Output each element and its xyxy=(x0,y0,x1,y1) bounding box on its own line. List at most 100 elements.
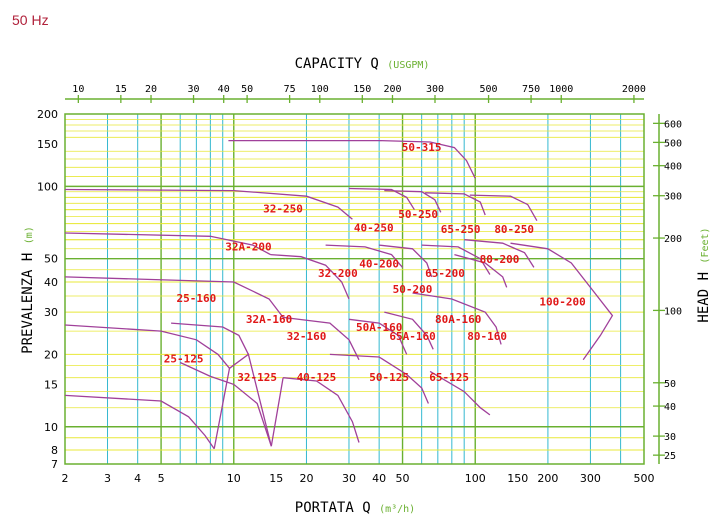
top-tick-label: 15 xyxy=(115,84,127,95)
bottom-tick-label: 4 xyxy=(134,472,141,485)
curve-50-200 xyxy=(379,244,433,278)
curve-40-125-link xyxy=(270,377,284,447)
curve-40-250 xyxy=(348,187,415,211)
left-tick-label: 30 xyxy=(44,306,58,319)
bottom-axis-title: PORTATA Q (m³/h) xyxy=(295,500,415,516)
bottom-tick-label: 200 xyxy=(537,472,558,485)
curve-50-315 xyxy=(228,139,476,179)
curve-label: 100-200 xyxy=(539,295,585,308)
curve-label: 32-125 xyxy=(237,371,277,384)
curve-25-125 xyxy=(64,394,215,450)
curve-80-250 xyxy=(469,194,538,222)
left-tick-label: 40 xyxy=(44,276,58,289)
right-tick-label: 100 xyxy=(664,306,682,317)
top-tick-label: 100 xyxy=(311,84,329,95)
left-axis-title: PREVALENZA H (m) xyxy=(20,226,36,354)
right-tick-label: 300 xyxy=(664,192,682,203)
curve-label: 40-200 xyxy=(359,257,399,270)
curve-label: 25-160 xyxy=(176,292,216,305)
curve-80-200 xyxy=(464,239,535,268)
curve-65-250 xyxy=(425,192,486,216)
top-tick-label: 1000 xyxy=(549,84,573,95)
curve-100-200 xyxy=(510,242,614,361)
curve-25-160 xyxy=(64,324,231,369)
left-axis-title-main: PREVALENZA H xyxy=(20,244,36,354)
curve-40-125 xyxy=(283,377,360,443)
curve-label: 32-250 xyxy=(263,202,303,215)
top-tick-label: 300 xyxy=(426,84,444,95)
curve-80-160 xyxy=(454,253,508,288)
top-tick-label: 50 xyxy=(241,84,253,95)
top-tick-label: 750 xyxy=(522,84,540,95)
left-tick-label: 200 xyxy=(37,108,58,121)
left-tick-label: 8 xyxy=(51,444,58,457)
right-tick-label: 50 xyxy=(664,379,676,390)
curve-40-200 xyxy=(325,244,403,268)
right-tick-label: 40 xyxy=(664,402,676,413)
bottom-tick-label: 3 xyxy=(104,472,111,485)
curve-label: 50-315 xyxy=(402,141,442,154)
curve-32-200-b xyxy=(270,253,350,300)
top-tick-label: 2000 xyxy=(622,84,646,95)
top-tick-label: 30 xyxy=(188,84,200,95)
right-tick-label: 25 xyxy=(664,451,676,462)
curve-50-125 xyxy=(329,353,429,404)
curve-32A-160 xyxy=(171,322,249,355)
bottom-tick-label: 10 xyxy=(227,472,241,485)
curve-label: 65A-160 xyxy=(389,330,435,343)
left-tick-label: 20 xyxy=(44,348,58,361)
top-tick-label: 150 xyxy=(353,84,371,95)
curve-32-200 xyxy=(64,276,284,318)
right-tick-label: 30 xyxy=(664,432,676,443)
curve-50-250 xyxy=(384,189,442,213)
frame-rect xyxy=(64,113,645,465)
right-axis-title-main: HEAD H xyxy=(696,264,712,323)
top-tick-label: 200 xyxy=(383,84,401,95)
left-tick-label: 50 xyxy=(44,253,58,266)
bottom-axis-title-main: PORTATA Q xyxy=(295,500,379,516)
curve-label: 40-125 xyxy=(297,371,337,384)
right-tick-label: 600 xyxy=(664,119,682,130)
grid xyxy=(64,113,645,465)
curve-80A-160 xyxy=(412,292,502,345)
curve-65-200 xyxy=(421,244,491,275)
left-tick-label: 7 xyxy=(51,458,58,471)
curve-label: 65-250 xyxy=(441,223,481,236)
curve-32-160-b xyxy=(283,316,360,361)
left-tick-label: 15 xyxy=(44,378,58,391)
curve-label: 32-200 xyxy=(318,267,358,280)
right-axis-title: HEAD H (Feet) xyxy=(696,227,712,322)
curve-label: 80A-160 xyxy=(435,313,481,326)
bottom-tick-label: 15 xyxy=(269,472,283,485)
frequency-label: 50 Hz xyxy=(12,12,49,28)
top-axis-title: CAPACITY Q (USGPM) xyxy=(295,56,430,72)
bottom-tick-label: 500 xyxy=(634,472,655,485)
top-tick-label: 10 xyxy=(72,84,84,95)
right-tick-label: 500 xyxy=(664,138,682,149)
curve-label: 25-125 xyxy=(164,353,204,366)
right-tick-label: 200 xyxy=(664,234,682,245)
bottom-tick-label: 2 xyxy=(62,472,69,485)
right-axis-title-unit: (Feet) xyxy=(700,227,711,263)
top-tick-label: 40 xyxy=(218,84,230,95)
bottom-tick-label: 100 xyxy=(465,472,486,485)
curve-label: 80-160 xyxy=(467,330,507,343)
curve-32-125 xyxy=(179,361,272,447)
bottom-tick-label: 300 xyxy=(580,472,601,485)
curve-32A-200 xyxy=(64,232,271,256)
curve-label: 50-250 xyxy=(398,208,438,221)
left-tick-label: 100 xyxy=(37,180,58,193)
curve-label: 32-160 xyxy=(287,330,327,343)
bottom-tick-label: 50 xyxy=(396,472,410,485)
curve-label: 50-200 xyxy=(393,283,433,296)
curve-label: 40-250 xyxy=(354,221,394,234)
top-axis-title-main: CAPACITY Q xyxy=(295,56,388,72)
curve-label: 32A-200 xyxy=(225,241,271,254)
curve-label: 80-200 xyxy=(480,253,520,266)
top-tick-label: 20 xyxy=(145,84,157,95)
right-tick-label: 400 xyxy=(664,162,682,173)
bottom-tick-label: 20 xyxy=(299,472,313,485)
curves xyxy=(64,139,614,450)
